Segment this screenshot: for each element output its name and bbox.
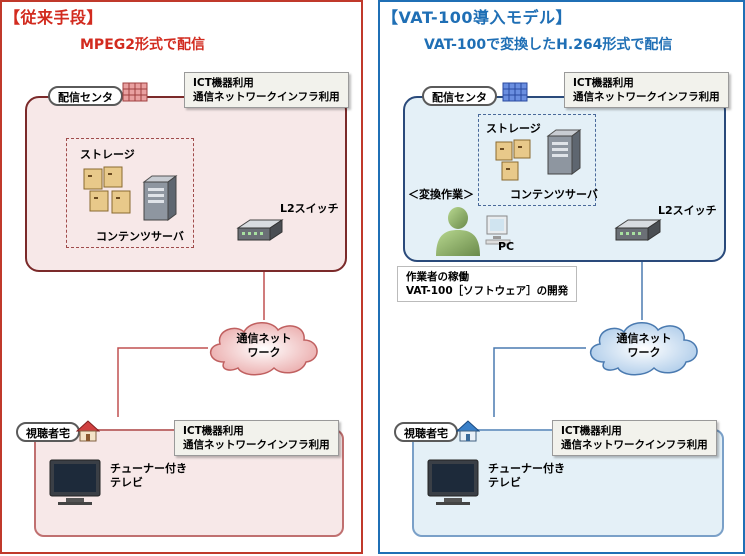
right-switch-label: L2スイッチ	[658, 204, 717, 217]
cloud-icon	[582, 316, 706, 380]
right-subtitle: VAT-100で変換したH.264形式で配信	[424, 37, 673, 53]
right-panel: 【VAT-100導入モデル】 VAT-100で変換したH.264形式で配信 配信…	[378, 0, 745, 554]
worker-icon	[430, 204, 486, 258]
storage-icon	[494, 138, 544, 184]
left-home-label: 視聴者宅	[16, 422, 80, 442]
house-icon	[456, 420, 480, 442]
note-line: ICT機器利用	[573, 77, 634, 89]
note-line: 通信ネットワークインフラ利用	[183, 439, 330, 451]
right-tv-label: チューナー付き テレビ	[488, 462, 565, 490]
note-line: VAT-100［ソフトウェア］の開発	[406, 285, 569, 297]
note-line: ICT機器利用	[193, 77, 254, 89]
network-line: 通信ネット	[616, 332, 672, 345]
network-line: 通信ネット	[236, 332, 292, 345]
left-switch-label: L2スイッチ	[280, 202, 339, 215]
right-center-label: 配信センタ	[422, 86, 497, 106]
left-panel: 【従来手段】 MPEG2形式で配信 配信センタ ICT機器利用 通信ネットワーク…	[0, 0, 363, 554]
right-storage-group	[478, 114, 596, 206]
tv-icon	[48, 458, 104, 508]
storage-icon	[82, 165, 140, 219]
right-network-label: 通信ネット ワーク	[610, 332, 678, 360]
house-icon	[76, 420, 100, 442]
tv-line: テレビ	[110, 476, 143, 489]
left-network-label: 通信ネット ワーク	[230, 332, 298, 360]
right-storage-label: ストレージ	[486, 122, 541, 135]
note-line: 作業者の稼働	[406, 271, 469, 283]
left-center-frame	[25, 96, 347, 272]
left-server-label: コンテンツサーバ	[96, 230, 184, 243]
left-title: 【従来手段】	[4, 8, 104, 27]
note-line: 通信ネットワークインフラ利用	[193, 91, 340, 103]
note-line: 通信ネットワークインフラ利用	[561, 439, 708, 451]
cloud-icon	[202, 316, 326, 380]
left-subtitle: MPEG2形式で配信	[80, 37, 205, 53]
right-center-note: ICT機器利用 通信ネットワークインフラ利用	[564, 72, 729, 108]
network-line: ワーク	[627, 346, 661, 359]
tv-line: チューナー付き	[488, 462, 565, 475]
building-icon	[502, 80, 528, 102]
note-line: ICT機器利用	[183, 425, 244, 437]
right-title: 【VAT-100導入モデル】	[382, 8, 573, 27]
server-icon	[140, 174, 180, 222]
right-home-label: 視聴者宅	[394, 422, 458, 442]
tv-line: チューナー付き	[110, 462, 187, 475]
left-center-label: 配信センタ	[48, 86, 123, 106]
right-server-label: コンテンツサーバ	[510, 188, 598, 201]
tv-icon	[426, 458, 482, 508]
left-center-note: ICT機器利用 通信ネットワークインフラ利用	[184, 72, 349, 108]
network-line: ワーク	[247, 346, 281, 359]
left-home-note: ICT機器利用 通信ネットワークインフラ利用	[174, 420, 339, 456]
right-conversion-label: ＜変換作業＞	[408, 188, 474, 201]
tv-line: テレビ	[488, 476, 521, 489]
right-pc-label: PC	[498, 240, 515, 253]
left-storage-group	[66, 138, 194, 248]
right-worker-note: 作業者の稼働 VAT-100［ソフトウェア］の開発	[397, 266, 578, 302]
switch-icon	[614, 216, 662, 246]
building-icon	[122, 80, 148, 102]
right-home-note: ICT機器利用 通信ネットワークインフラ利用	[552, 420, 717, 456]
note-line: 通信ネットワークインフラ利用	[573, 91, 720, 103]
left-tv-label: チューナー付き テレビ	[110, 462, 187, 490]
left-storage-label: ストレージ	[80, 148, 135, 161]
server-icon	[544, 128, 584, 176]
pc-icon	[484, 214, 512, 246]
note-line: ICT機器利用	[561, 425, 622, 437]
switch-icon	[236, 216, 284, 246]
